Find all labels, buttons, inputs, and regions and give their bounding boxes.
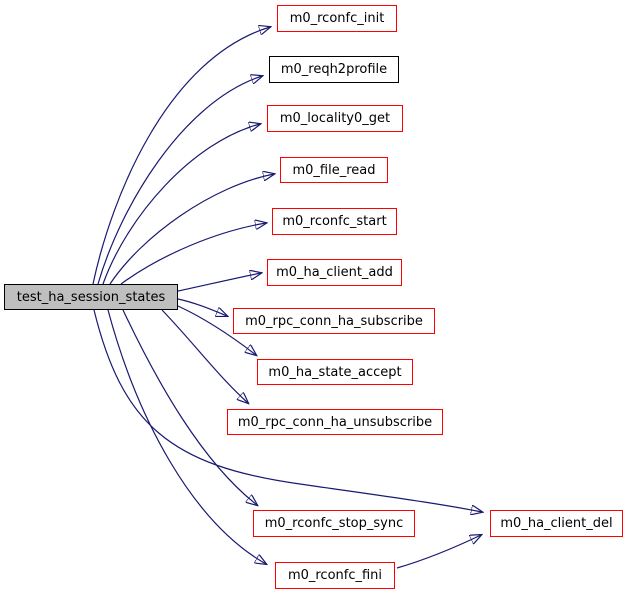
edge-root-to-m0_file_read bbox=[109, 174, 274, 285]
edge-root-to-m0_ha_client_add bbox=[177, 273, 261, 292]
node-label: m0_rpc_conn_ha_unsubscribe bbox=[237, 414, 433, 430]
node-label: m0_rpc_conn_ha_subscribe bbox=[245, 313, 423, 329]
edge-root-to-m0_rconfc_init bbox=[92, 27, 270, 285]
node-label: m0_rconfc_fini bbox=[287, 568, 383, 583]
node-label: m0_file_read bbox=[292, 162, 376, 178]
edge-root-to-m0_rconfc_fini bbox=[107, 309, 266, 564]
node-test_ha_session_states: test_ha_session_states bbox=[4, 284, 178, 310]
node-m0_file_read[interactable]: m0_file_read bbox=[280, 157, 388, 183]
edge-root-to-m0_rpc_conn_ha_subscribe bbox=[177, 298, 227, 316]
node-m0_ha_client_add[interactable]: m0_ha_client_add bbox=[267, 259, 402, 286]
node-m0_rconfc_init[interactable]: m0_rconfc_init bbox=[277, 5, 397, 32]
edge-root-to-m0_locality0_get bbox=[102, 124, 260, 285]
edge-root-to-m0_reqh2profile bbox=[97, 76, 262, 285]
node-m0_rconfc_stop_sync[interactable]: m0_rconfc_stop_sync bbox=[253, 510, 415, 537]
edge-root-to-m0_rconfc_start bbox=[120, 223, 266, 285]
node-m0_rpc_conn_ha_unsubscribe[interactable]: m0_rpc_conn_ha_unsubscribe bbox=[227, 409, 443, 435]
edge-m0_rconfc_fini-to-m0_ha_client_del bbox=[396, 535, 481, 569]
node-label: m0_ha_client_del bbox=[500, 516, 613, 531]
node-label: m0_rconfc_stop_sync bbox=[264, 516, 404, 531]
node-m0_rpc_conn_ha_subscribe[interactable]: m0_rpc_conn_ha_subscribe bbox=[233, 308, 435, 334]
node-label: m0_reqh2profile bbox=[280, 62, 388, 77]
node-label: m0_locality0_get bbox=[279, 111, 391, 126]
node-label: m0_ha_state_accept bbox=[268, 364, 402, 380]
node-m0_rconfc_fini[interactable]: m0_rconfc_fini bbox=[275, 562, 395, 589]
node-m0_ha_state_accept[interactable]: m0_ha_state_accept bbox=[257, 359, 413, 385]
node-label: m0_rconfc_init bbox=[289, 11, 385, 26]
edge-root-to-m0_ha_client_del bbox=[93, 309, 482, 512]
edge-root-to-m0_ha_state_accept bbox=[177, 305, 256, 355]
node-m0_reqh2profile[interactable]: m0_reqh2profile bbox=[269, 56, 399, 83]
node-m0_locality0_get[interactable]: m0_locality0_get bbox=[267, 105, 403, 132]
node-m0_ha_client_del[interactable]: m0_ha_client_del bbox=[490, 510, 623, 537]
node-label: test_ha_session_states bbox=[16, 289, 166, 305]
node-m0_rconfc_start[interactable]: m0_rconfc_start bbox=[272, 208, 397, 235]
edge-root-to-m0_rconfc_stop_sync bbox=[122, 309, 257, 505]
edge-root-to-m0_rpc_conn_ha_unsubscribe bbox=[161, 309, 248, 403]
node-label: m0_rconfc_start bbox=[282, 214, 387, 229]
node-label: m0_ha_client_add bbox=[276, 265, 393, 280]
